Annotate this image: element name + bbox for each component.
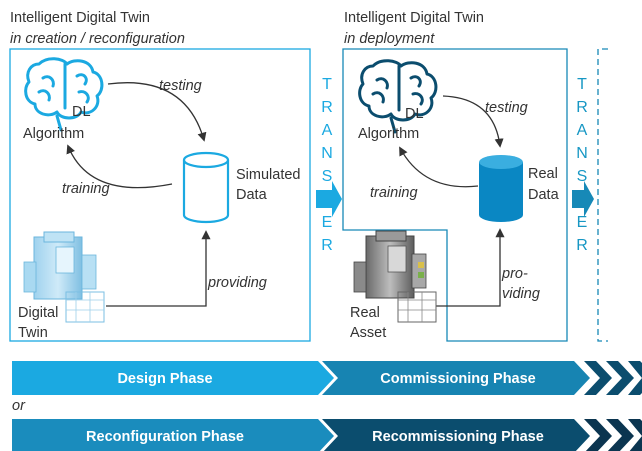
machine-icon — [353, 230, 437, 323]
transfer-1-letter-2: A — [322, 122, 333, 139]
transfer-column-1: TRANSFER — [321, 76, 333, 254]
transfer-1-letter-6: E — [322, 214, 333, 231]
creation-subtitle: in creation / reconfiguration — [10, 31, 185, 47]
transfer-arrow-1 — [316, 181, 342, 217]
deployment-algorithm-line1: DL — [405, 106, 424, 122]
chevron-right-icon — [628, 419, 642, 451]
creation-data-line1: Simulated — [236, 167, 300, 183]
deployment-providing-label-1: pro- — [501, 266, 528, 282]
deployment-testing-arrow — [442, 95, 504, 148]
creation-providing-label: providing — [207, 275, 267, 291]
creation-providing-arrow — [106, 230, 211, 307]
database-icon — [182, 151, 230, 224]
recommissioning-phase-label: Recommissioning Phase — [372, 429, 544, 445]
creation-algorithm-line1: DL — [72, 104, 91, 120]
transfer-column-2: TRANSFER — [576, 76, 588, 254]
creation-title: Intelligent Digital Twin — [10, 10, 150, 26]
machine-icon — [23, 231, 105, 323]
deployment-data-line1: Real — [528, 166, 558, 182]
reconfiguration-phase-label: Reconfiguration Phase — [86, 429, 244, 445]
commissioning-phase-label: Commissioning Phase — [380, 371, 536, 387]
creation-twin-line1: Digital — [18, 305, 58, 321]
recommissioning-phase-banner — [322, 419, 590, 451]
chevron-right-icon — [584, 361, 612, 395]
transfer-1-letter-1: R — [321, 99, 333, 116]
commissioning-phase-banner — [322, 361, 590, 395]
transfer-2-letter-1: R — [576, 99, 588, 116]
next-section-bracket — [597, 48, 608, 342]
database-icon — [479, 155, 523, 222]
chevron-right-icon — [584, 419, 612, 451]
chevron-right-icon — [606, 361, 634, 395]
transfer-arrow-2 — [572, 181, 594, 217]
deployment-subtitle: in deployment — [344, 31, 435, 47]
creation-data-line2: Data — [236, 187, 268, 203]
deployment-asset-line2: Asset — [350, 325, 386, 341]
transfer-2-letter-2: A — [577, 122, 588, 139]
transfer-1-letter-0: T — [322, 76, 332, 93]
transfer-1-letter-7: R — [321, 237, 333, 254]
design-phase-label: Design Phase — [117, 371, 212, 387]
transfer-2-letter-0: T — [577, 76, 587, 93]
creation-frame — [9, 48, 311, 342]
transfer-1-letter-4: S — [322, 168, 333, 185]
transfer-2-letter-3: N — [576, 145, 588, 162]
transfer-1-letter-3: N — [321, 145, 333, 162]
chevron-right-icon — [606, 419, 634, 451]
deployment-training-label: training — [370, 185, 418, 201]
deployment-title: Intelligent Digital Twin — [344, 10, 484, 26]
creation-algorithm-line2: Algorithm — [23, 126, 84, 142]
deployment-providing-arrow — [436, 228, 505, 307]
brain-icon — [358, 59, 438, 134]
deployment-data-line2: Data — [528, 187, 560, 203]
transfer-2-letter-7: R — [576, 237, 588, 254]
deployment-algorithm-line2: Algorithm — [358, 126, 419, 142]
design-phase-banner — [12, 361, 334, 395]
brain-icon — [24, 57, 104, 132]
deployment-providing-label-2: viding — [502, 286, 540, 302]
deployment-testing-label: testing — [485, 100, 528, 116]
transfer-2-letter-6: E — [577, 214, 588, 231]
creation-training-label: training — [62, 181, 110, 197]
deployment-frame — [342, 48, 568, 342]
creation-twin-line2: Twin — [18, 325, 48, 341]
chevron-right-icon — [628, 361, 642, 395]
creation-testing-label: testing — [159, 78, 202, 94]
reconfiguration-phase-banner — [12, 419, 334, 451]
creation-testing-arrow — [107, 82, 207, 142]
transfer-2-letter-4: S — [577, 168, 588, 185]
creation-training-arrow — [66, 144, 173, 189]
deployment-training-arrow — [399, 146, 479, 188]
deployment-asset-line1: Real — [350, 305, 380, 321]
or-label: or — [12, 398, 26, 414]
